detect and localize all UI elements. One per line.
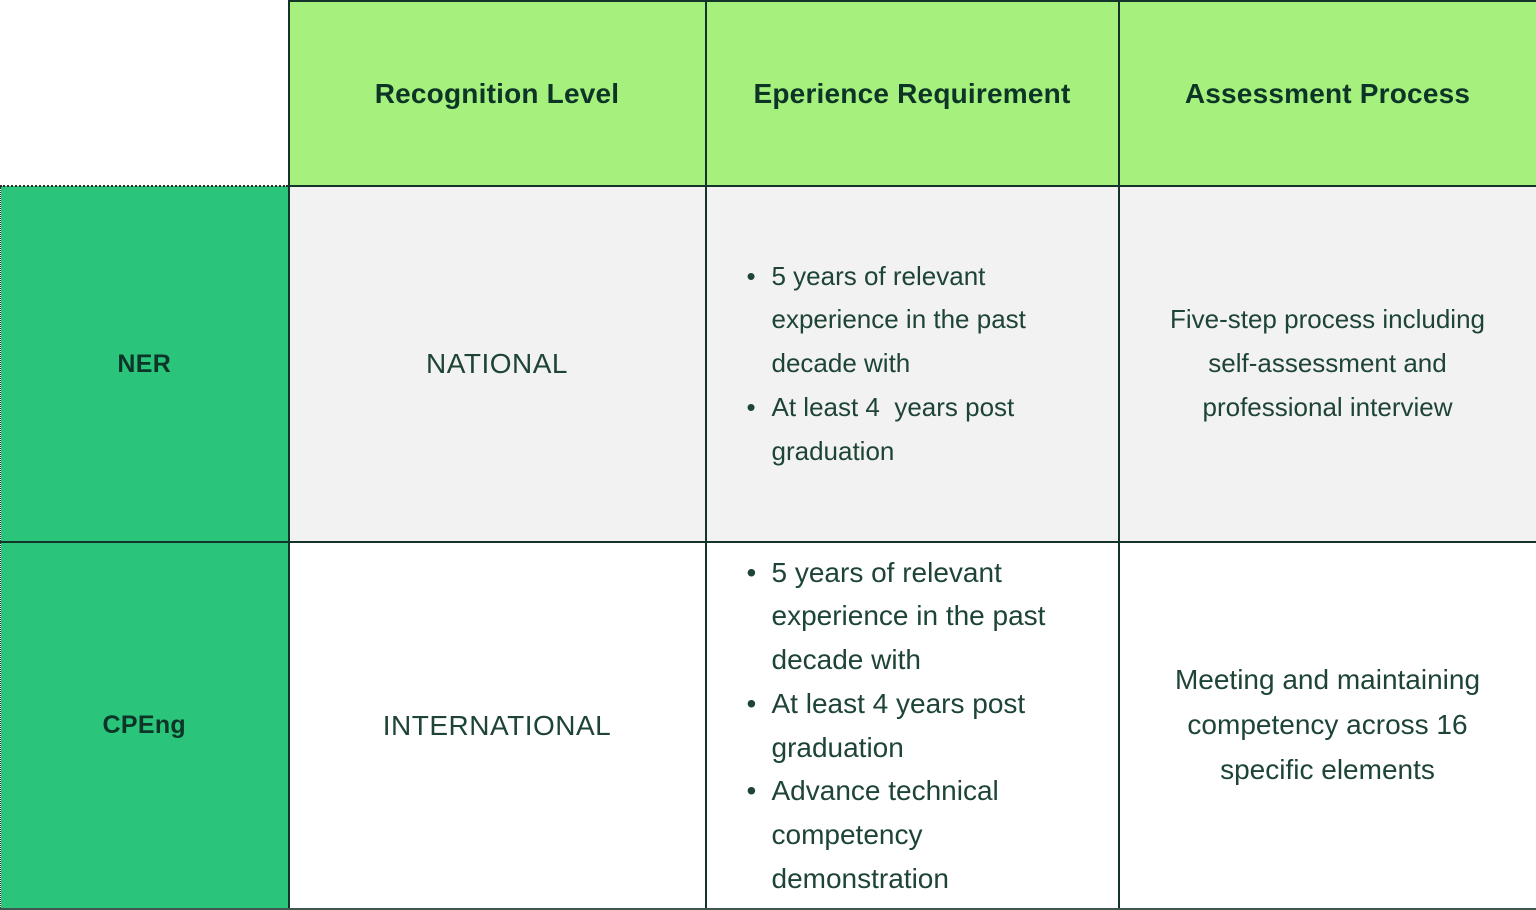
table-row-cpeng: CPEng INTERNATIONAL 5 years of relevant … [1,542,1536,909]
table-row-ner: NER NATIONAL 5 years of relevant experie… [1,186,1536,542]
bullet-item: 5 years of relevant experience in the pa… [747,255,1062,386]
bullet-item: At least 4 years post graduation [747,682,1062,769]
header-row: Recognition Level Eperience Requirement … [1,1,1536,186]
cell-cpeng-experience: 5 years of relevant experience in the pa… [706,542,1119,909]
bullet-list: 5 years of relevant experience in the pa… [707,255,1118,473]
row-header-ner: NER [1,186,289,542]
corner-cell [1,1,289,186]
bullet-item: 5 years of relevant experience in the pa… [747,551,1062,682]
bullet-list: 5 years of relevant experience in the pa… [707,551,1118,900]
cell-ner-assessment: Five-step process including self-assessm… [1119,186,1536,542]
row-header-cpeng: CPEng [1,542,289,909]
cell-ner-recognition-level: NATIONAL [289,186,706,542]
cell-cpeng-assessment: Meeting and maintaining competency acros… [1119,542,1536,909]
bullet-item: At least 4 years post graduation [747,386,1062,473]
cell-cpeng-recognition-level: INTERNATIONAL [289,542,706,909]
cell-ner-experience: 5 years of relevant experience in the pa… [706,186,1119,542]
column-header-experience-requirement: Eperience Requirement [706,1,1119,186]
column-header-recognition-level: Recognition Level [289,1,706,186]
column-header-assessment-process: Assessment Process [1119,1,1536,186]
bullet-item: Advance technical competency demonstrati… [747,769,1062,900]
